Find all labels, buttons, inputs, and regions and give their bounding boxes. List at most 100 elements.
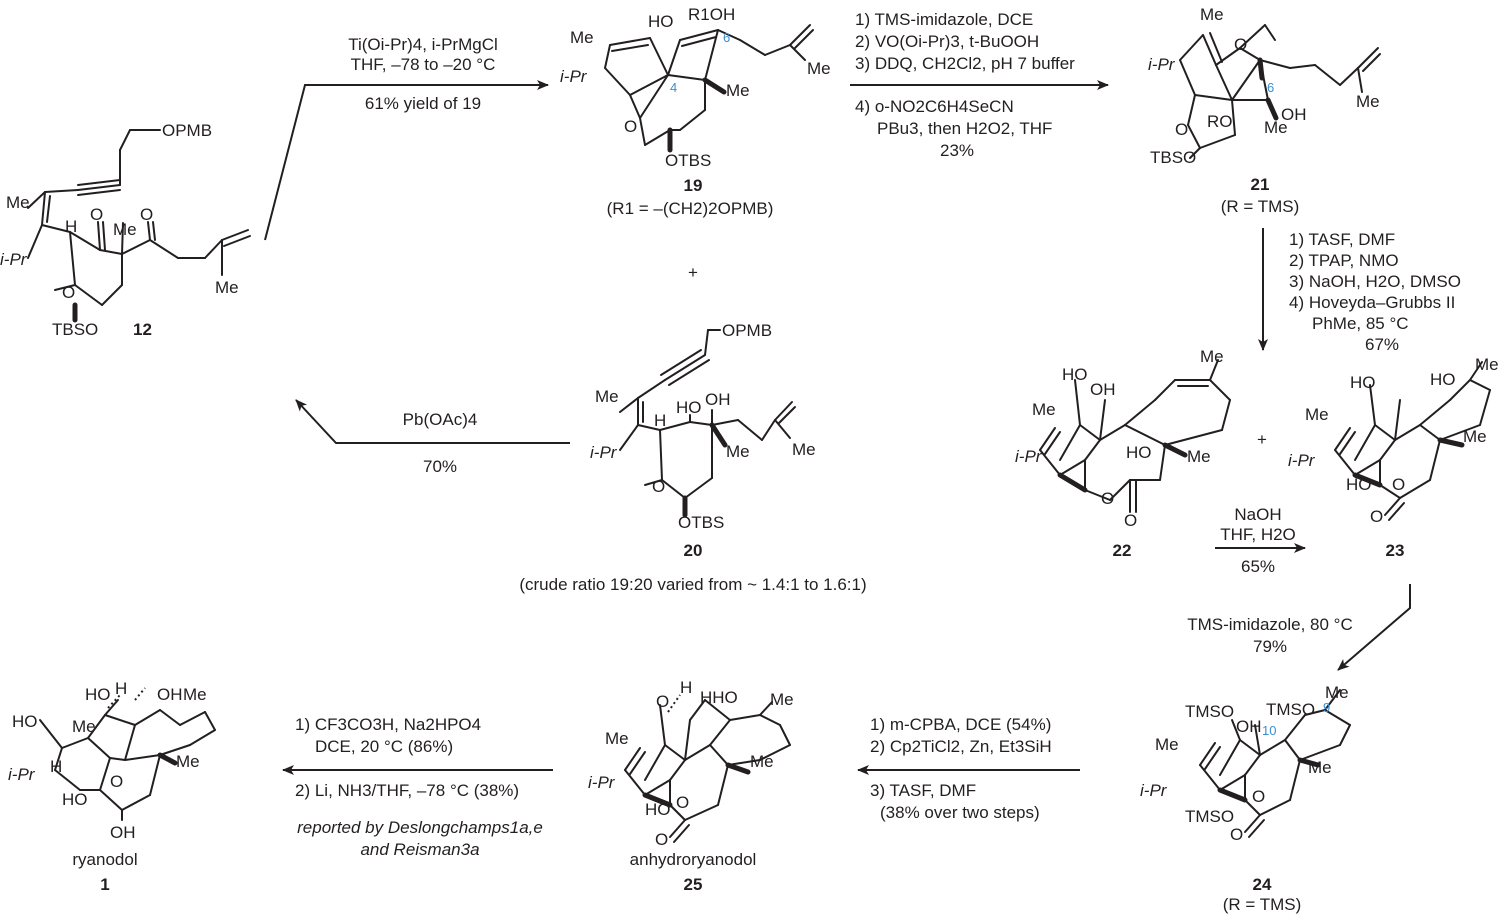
compound-12: OPMB Me i-Pr H O O Me O TBSO Me 12 <box>0 121 251 339</box>
isopropyl-label: i-Pr <box>1140 781 1168 800</box>
compound-number: 1 <box>100 875 109 894</box>
methyl-label: Me <box>792 440 816 459</box>
compound-name: anhydroryanodol <box>630 850 757 869</box>
ring-oxygen-label: O <box>1252 787 1265 806</box>
reagent-text: 1) m-CPBA, DCE (54%) <box>870 715 1051 734</box>
reaction-arrow-tms: TMS-imidazole, 80 °C 79% <box>1187 584 1411 671</box>
reagent-text: 4) o-NO2C6H4SeCN <box>855 97 1014 116</box>
compound-number: 20 <box>684 541 703 560</box>
reagent-text: 2) VO(Oi-Pr)3, t-BuOOH <box>855 32 1039 51</box>
carbonyl-oxygen-label: O <box>1230 825 1243 844</box>
isopropyl-label: i-Pr <box>1015 447 1043 466</box>
hydroxyl-label: HO <box>1350 373 1376 392</box>
reaction-arrow-step5: 1) CF3CO3H, Na2HPO4 DCE, 20 °C (86%) 2) … <box>282 715 553 859</box>
hydroxyl-label: HO <box>1062 365 1088 384</box>
opmb-label: OPMB <box>722 321 772 340</box>
hydroxyl-label: HHO <box>700 688 738 707</box>
reagent-text: 1) TASF, DMF <box>1289 230 1395 249</box>
hydroxyl-label: HO <box>62 790 88 809</box>
atom-number-10: 10 <box>1262 723 1276 738</box>
atom-number-9: 9 <box>1323 700 1330 715</box>
methyl-label: Me <box>1200 347 1224 366</box>
plus-sign: + <box>688 263 698 282</box>
reaction-arrow-step1: Ti(Oi-Pr)4, i-PrMgCl THF, –78 to –20 °C … <box>264 35 549 241</box>
reaction-arrow-step2: 1) TMS-imidazole, DCE 2) VO(Oi-Pr)3, t-B… <box>850 10 1109 160</box>
hydroxyl-label: OH <box>1236 717 1262 736</box>
compound-19: HO R1OH Me i-Pr 4 6 Me O OTBS Me 19 (R1 … <box>560 5 831 218</box>
carbonyl-oxygen-label: O <box>1124 511 1137 530</box>
methyl-label: Me <box>807 59 831 78</box>
compound-23: HO HO Me i-Pr HO Me O O Me 23 <box>1288 355 1499 560</box>
bridge-oxygen-label: O <box>110 772 123 791</box>
methyl-label: Me <box>595 387 619 406</box>
reagent-text: 4) Hoveyda–Grubbs II <box>1289 293 1455 312</box>
silyl-ether-label: TBSO <box>1150 148 1196 167</box>
reaction-arrow-step4: 1) m-CPBA, DCE (54%) 2) Cp2TiCl2, Zn, Et… <box>857 715 1080 822</box>
compound-number: 23 <box>1386 541 1405 560</box>
atom-number-6: 6 <box>1267 80 1274 95</box>
atom-number-4: 4 <box>670 80 677 95</box>
hydroxyl-label: HO <box>676 398 702 417</box>
yield-text: 65% <box>1241 557 1275 576</box>
ring-oxygen-label: O <box>652 477 665 496</box>
ketone-oxygen-label: O <box>90 205 103 224</box>
isopropyl-label: i-Pr <box>560 67 588 86</box>
oxygen-label: O <box>656 692 669 711</box>
methyl-label: Me <box>1032 400 1056 419</box>
ring-oxygen-label: O <box>1392 475 1405 494</box>
yield-text: 79% <box>1253 637 1287 656</box>
epoxide-oxygen-label: O <box>1234 35 1247 54</box>
silyl-ether-label: TBSO <box>52 320 98 339</box>
hydrogen-label: H <box>50 757 62 776</box>
hydroxyl-label: OH <box>705 390 731 409</box>
reagent-text: TMS-imidazole, 80 °C <box>1187 615 1353 634</box>
methyl-label: Me <box>1463 427 1487 446</box>
condition-text: THF, H2O <box>1220 525 1296 544</box>
hydroxyl-label: HO <box>85 685 111 704</box>
methyl-label: Me <box>215 278 239 297</box>
silyl-ether-label: TMSO <box>1266 700 1315 719</box>
isopropyl-label: i-Pr <box>8 765 36 784</box>
methyl-label: Me <box>72 717 96 736</box>
hydrogen-label: H <box>115 679 127 698</box>
silyl-ether-label: OTBS <box>678 513 724 532</box>
literature-note: and Reisman3a <box>360 840 479 859</box>
isopropyl-label: i-Pr <box>1148 55 1176 74</box>
reagent-text: 3) TASF, DMF <box>870 781 976 800</box>
compound-number: 19 <box>684 176 703 195</box>
silyl-ether-label: TMSO <box>1185 702 1234 721</box>
compound-21: Me i-Pr O 6 O RO OH Me TBSO Me 21 (R = T… <box>1148 5 1381 216</box>
reaction-arrow-naoh: NaOH THF, H2O 65% <box>1215 505 1306 576</box>
methyl-label: Me <box>1305 405 1329 424</box>
methyl-label: Me <box>6 193 30 212</box>
hydroxyl-label: HO <box>1430 370 1456 389</box>
methyl-label: Me <box>1200 5 1224 24</box>
compound-number: 21 <box>1251 175 1270 194</box>
yield-text: 23% <box>940 141 974 160</box>
methyl-label: Me <box>1356 92 1380 111</box>
substituent-definition: (R1 = –(CH2)2OPMB) <box>607 199 774 218</box>
condition-text: THF, –78 to –20 °C <box>351 55 496 74</box>
compound-name: ryanodol <box>72 850 137 869</box>
reagent-text: 3) DDQ, CH2Cl2, pH 7 buffer <box>855 54 1075 73</box>
yield-text: 67% <box>1365 335 1399 354</box>
hydroxyl-label: OH <box>1281 105 1307 124</box>
reagent-text: 2) Li, NH3/THF, –78 °C (38%) <box>295 781 519 800</box>
reaction-arrow-step3: 1) TASF, DMF 2) TPAP, NMO 3) NaOH, H2O, … <box>1258 228 1461 354</box>
methyl-label: Me <box>605 729 629 748</box>
hydroxyl-label: HO <box>645 800 671 819</box>
crude-ratio-note: (crude ratio 19:20 varied from ~ 1.4:1 t… <box>519 575 866 594</box>
plus-sign: + <box>1257 430 1267 449</box>
ring-oxygen-label: O <box>676 793 689 812</box>
methyl-label: Me <box>770 690 794 709</box>
reagent-text: NaOH <box>1234 505 1281 524</box>
hydroxyl-label: OH <box>157 685 183 704</box>
methyl-label: Me <box>183 685 207 704</box>
reagent-text: 3) NaOH, H2O, DMSO <box>1289 272 1461 291</box>
methyl-label: Me <box>726 442 750 461</box>
substituent-definition: (R = TMS) <box>1221 197 1300 216</box>
reagent-text: 2) TPAP, NMO <box>1289 251 1399 270</box>
reagent-text: 1) TMS-imidazole, DCE <box>855 10 1033 29</box>
ring-oxygen-label: O <box>62 283 75 302</box>
